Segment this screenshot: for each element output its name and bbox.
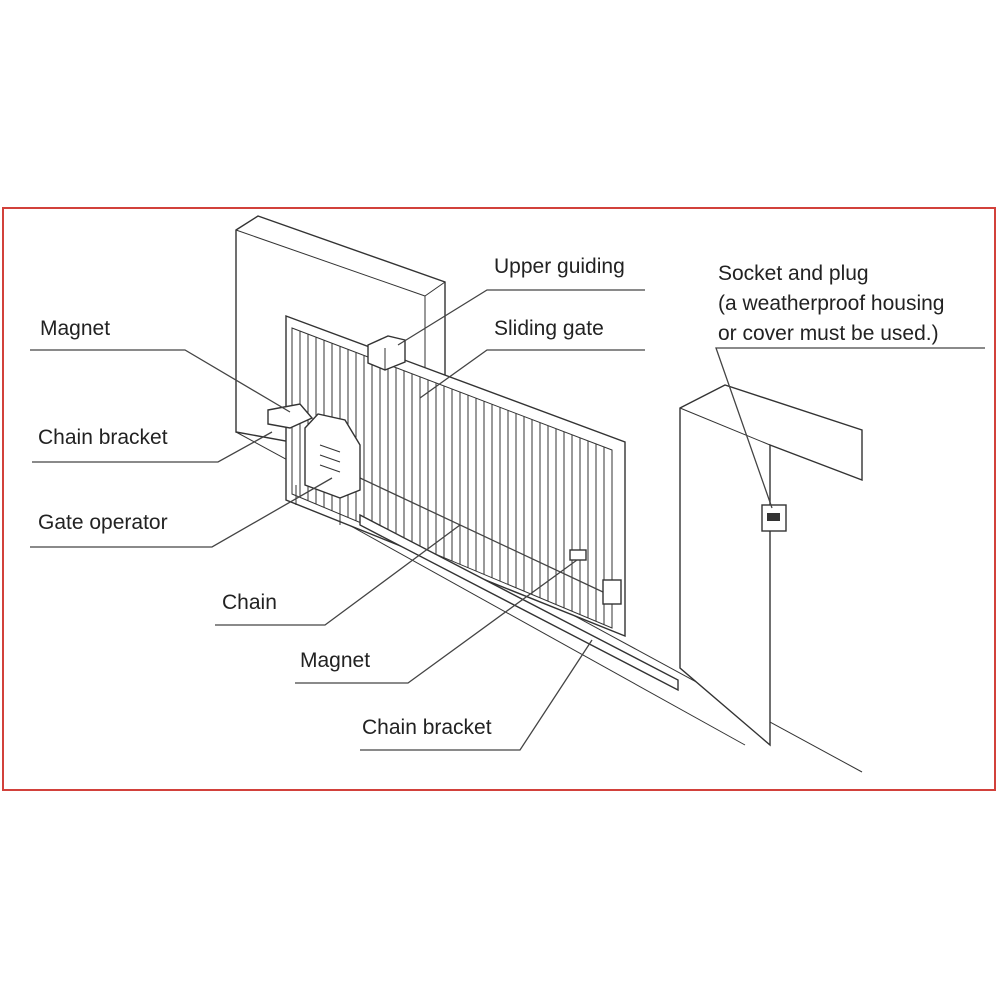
upper-guiding-box — [367, 335, 406, 371]
right-pillar — [679, 384, 863, 747]
label-sliding-gate: Sliding gate — [494, 317, 604, 340]
label-magnet-left: Magnet — [40, 317, 111, 340]
label-magnet-right: Magnet — [300, 649, 371, 672]
label-chain-bracket-left: Chain bracket — [38, 426, 168, 449]
gate-operator-motor — [267, 403, 361, 525]
label-socket-plug-line1: Socket and plug — [718, 262, 869, 285]
socket-and-plug — [761, 504, 787, 532]
right-bracket — [569, 549, 622, 605]
label-upper-guiding: Upper guiding — [494, 255, 625, 278]
leader-lines — [30, 289, 985, 751]
label-socket-plug-line2: (a weatherproof housing — [718, 292, 945, 315]
diagram-frame — [2, 207, 996, 791]
label-socket-plug-line3: or cover must be used.) — [718, 322, 939, 345]
chain-line — [359, 477, 621, 601]
label-chain-bracket-right: Chain bracket — [362, 716, 492, 739]
label-gate-operator: Gate operator — [38, 511, 168, 534]
label-chain: Chain — [222, 591, 277, 614]
